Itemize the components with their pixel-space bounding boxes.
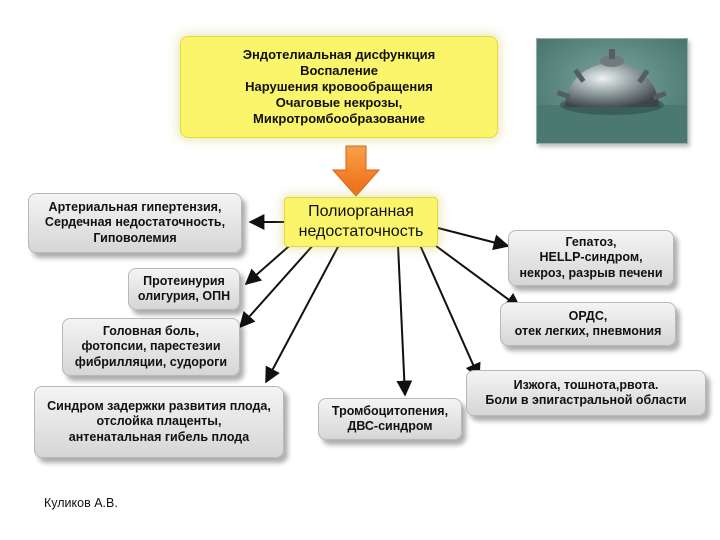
fetal-line: отслойка плаценты, [96,414,222,429]
neuro-line: фотопсии, парестезии [81,339,221,354]
causes-box: Эндотелиальная дисфункция Воспаление Нар… [180,36,498,138]
cardio-line: Артериальная гипертензия, [48,200,222,215]
hepatic-line: HELLP-синдром, [539,250,643,265]
center-line: Полиорганная [308,203,414,221]
gastro-line: Боли в эпигастральной области [485,393,687,407]
thrombo-line: Тромбоцитопения, [331,403,449,418]
thrombo-box: Тромбоцитопения, ДВС-синдром [318,398,462,440]
gastro-line: Изжога, тошнота,рвота. [513,377,659,392]
fetal-box: Синдром задержки развития плода, отслойк… [34,386,284,458]
gastro-box: Изжога, тошнота,рвота. Боли в эпигастрал… [466,370,706,416]
cardio-line: Гиповолемия [93,230,177,245]
renal-line: Протеинурия [143,273,225,288]
thrombo-line: ДВС-синдром [347,419,433,433]
cause-line: Микротромбообразование [253,110,425,126]
cause-line: Воспаление [300,63,378,79]
cause-line: Очаговые некрозы, [275,94,403,110]
cardio-line: Сердечная недостаточность, [44,215,226,230]
author-caption: Куликов А.В. [44,496,118,510]
neuro-box: Головная боль, фотопсии, парестезии фибр… [62,318,240,376]
pulmonary-line: отек легких, пневмония [514,324,662,338]
renal-line: олигурия, ОПН [137,289,231,303]
pulmonary-box: ОРДС, отек легких, пневмония [500,302,676,346]
arrow-to-gastro [419,244,481,380]
sea-mine-photo [536,38,688,144]
arrow-to-renal [244,239,297,286]
renal-box: Протеинурия олигурия, ОПН [128,268,240,310]
arrow-to-thrombo [396,244,413,397]
arrow-to-neuro [238,242,316,329]
cause-line: Нарушения кровообращения [245,79,433,95]
cause-line: Эндотелиальная дисфункция [242,47,436,63]
arrow-to-pulmonary [431,242,522,309]
arrow-to-hepatic [437,227,510,251]
fetal-line: Синдром задержки развития плода, [47,399,271,414]
hepatic-line: Гепатоз, [565,235,617,250]
neuro-line: Головная боль, [102,324,200,339]
fetal-line: антенатальная гибель плода [68,429,250,444]
multiorgan-failure-box: Полиорганная недостаточность [284,197,438,247]
cardio-box: Артериальная гипертензия, Сердечная недо… [28,193,242,253]
orange-down-arrow-icon [331,145,381,197]
center-line: недостаточность [298,223,424,240]
arrow-to-fetal [265,242,341,384]
hepatic-box: Гепатоз, HELLP-синдром, некроз, разрыв п… [508,230,674,286]
pulmonary-line: ОРДС, [568,308,608,323]
hepatic-line: некроз, разрыв печени [519,265,663,280]
neuro-line: фибрилляции, судороги [74,354,228,369]
